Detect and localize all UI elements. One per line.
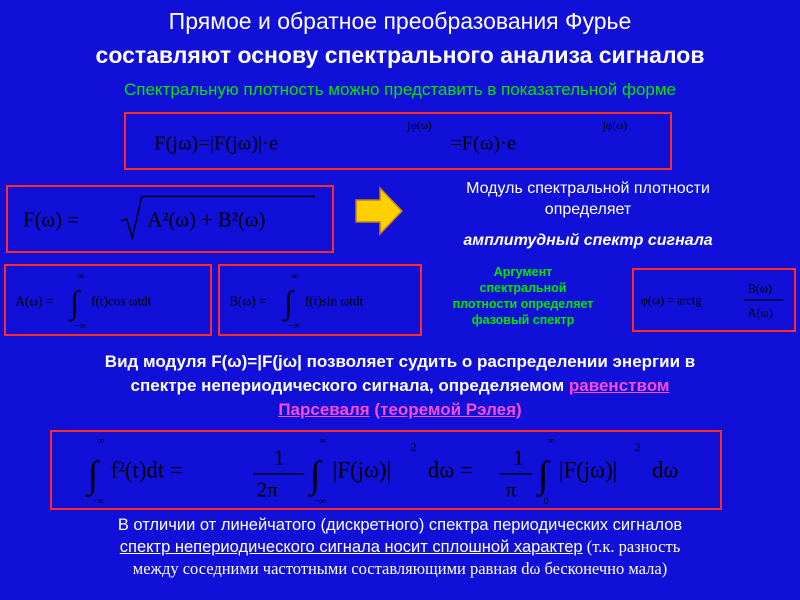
formula-A-upper: ∞ [78,272,85,282]
formula-main-exp2: jφ(ω) [602,120,628,132]
formula-main-mid: =F(ω)·e [450,132,516,154]
bottom-paragraph: В отличии от линейчатого (дискретного) с… [0,514,800,580]
title-line-2: составляют основу спектрального анализа … [95,42,705,68]
formula-modulus-radicand: A²(ω) + B²(ω) [147,210,265,232]
phase-text-line4: фазовый спектр [471,313,575,327]
parseval-upper-1: ∞ [97,436,104,446]
sqrt-sign [120,195,315,241]
parseval-lower-2: −∞ [314,497,326,507]
formula-main-box: F(jω)=|F(jω)|·e jφ(ω) =F(ω)·e jφ(ω) [124,112,672,170]
parseval-dw2: dω [652,458,678,483]
formula-modulus-lhs: F(ω) = [23,210,79,232]
bottom-line-2: спектр непериодического сигнала носит сп… [0,536,800,558]
energy-line-2: спектре непериодического сигнала, опреде… [0,374,800,398]
parseval-square-2: 2 [635,442,641,454]
integral-sign: ∫ [282,284,295,322]
rayleigh-theorem-link[interactable]: (теоремой Рэлея) [374,400,522,419]
bottom-line-3: между соседними частотными составляющими… [132,559,668,578]
bottom-line-2-rest: (т.к. разность [582,537,681,556]
modulus-text-line1: Модуль спектральной плотности [466,180,710,197]
phase-text-line1: Аргумент [493,265,553,279]
modulus-text-line3: амплитудный спектр сигнала [463,232,713,249]
parseval-int1: f²(t)dt = [111,458,183,483]
formula-B-upper: ∞ [292,272,299,282]
parseval-abs1: |F(jω)| [333,458,391,483]
formula-phase-lhs: φ(ω) = arctg [641,294,701,308]
parseval-abs2: |F(jω)| [559,458,617,483]
modulus-text: Модуль спектральной плотности определяет [414,178,762,220]
energy-paragraph: Вид модуля F(ω)=|F(jω| позволяет судить … [0,350,800,422]
formula-B-integrand: f(t)sin ωtdt [305,294,364,309]
phase-text-line2: спектральной [479,281,567,295]
formula-A-lhs: A(ω) = [15,294,53,309]
parseval-frac1-num: 1 [274,445,284,469]
formula-main: F(jω)=|F(jω)|·e jφ(ω) =F(ω)·e jφ(ω) [154,120,628,154]
parseval-dw1: dω = [428,458,473,483]
parseval-upper-3: ∞ [548,436,555,446]
parseval-link[interactable]: равенством [568,376,670,395]
formula-main-lhs: F(jω)=|F(jω)|·e [154,132,278,154]
phase-text-line3: плотности определяет [452,297,594,311]
formula-A-lower: −∞ [74,321,86,331]
bottom-line-1: В отличии от линейчатого (дискретного) с… [117,516,683,534]
formula-A-integrand: f(t)cos ωtdt [91,294,152,309]
formula-B-box: B(ω) = ∞ ∫ −∞ f(t)sin ωtdt [218,264,422,336]
parseval-lower-3: 0 [544,497,549,507]
integral-sign: ∫ [308,454,323,498]
formula-parseval-box: ∞ ∫ −∞ f²(t)dt = 1 2π ∞ ∫ −∞ |F(jω)| 2 d… [50,430,722,510]
formula-main-exp1: jφ(ω) [406,120,432,132]
formula-B: B(ω) = ∞ ∫ −∞ f(t)sin ωtdt [229,272,364,331]
energy-line-1: Вид модуля F(ω)=|F(jω| позволяет судить … [104,352,696,371]
modulus-text-line2: определяет [544,201,632,218]
formula-parseval: ∞ ∫ −∞ f²(t)dt = 1 2π ∞ ∫ −∞ |F(jω)| 2 d… [86,436,679,507]
formula-phase-num: B(ω) [748,282,772,296]
formula-B-lower: −∞ [288,321,300,331]
formula-phase: φ(ω) = arctg B(ω) A(ω) [641,282,784,320]
integral-sign: ∫ [86,454,101,498]
phase-text: Аргумент спектральной плотности определя… [416,264,630,328]
parseval-frac2-num: 1 [513,445,523,469]
parseval-frac1-den: 2π [257,478,278,502]
subtitle: Спектральную плотность можно представить… [123,80,676,99]
parseval-name-link[interactable]: Парсеваля [278,400,370,419]
formula-A-box: A(ω) = ∞ ∫ −∞ f(t)cos ωtdt [4,264,212,336]
energy-line-2-text: спектре непериодического сигнала, опреде… [130,376,565,395]
bottom-line-2-underlined: спектр непериодического сигнала носит сп… [119,538,583,556]
arrow-right-icon [355,186,404,236]
energy-line-3: Парсеваля (теоремой Рэлея) [0,398,800,422]
formula-B-lhs: B(ω) = [229,294,266,309]
parseval-upper-2: ∞ [320,436,327,446]
formula-phase-den: A(ω) [748,306,773,320]
formula-modulus: F(ω) = A²(ω) + B²(ω) [23,195,315,241]
parseval-lower-1: −∞ [92,497,104,507]
formula-phase-box: φ(ω) = arctg B(ω) A(ω) [632,268,796,332]
title-line-1: Прямое и обратное преобразования Фурье [168,8,632,34]
formula-modulus-box: F(ω) = A²(ω) + B²(ω) [6,185,334,253]
integral-sign: ∫ [536,454,551,498]
formula-A: A(ω) = ∞ ∫ −∞ f(t)cos ωtdt [15,272,152,331]
parseval-square-1: 2 [411,442,417,454]
parseval-frac2-den: π [506,478,517,502]
integral-sign: ∫ [68,284,81,322]
